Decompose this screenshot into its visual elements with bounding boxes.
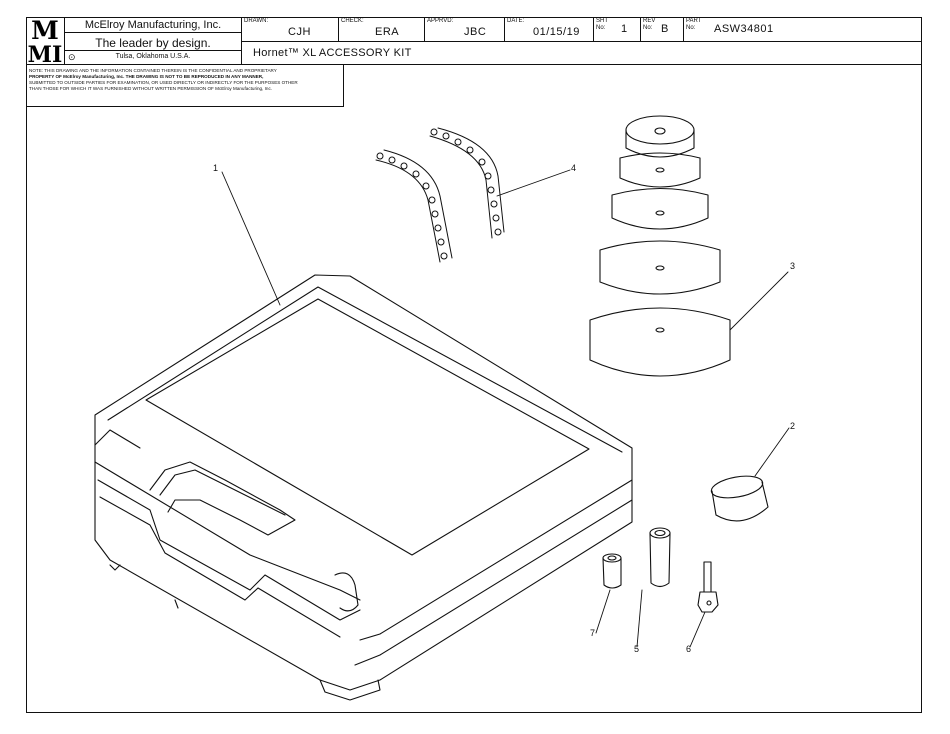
part-no-label: No: [686, 25, 696, 31]
apprvd-cell: APPRVD: JBC [425, 17, 505, 42]
note-line: SUBMITTED TO OUTSIDE PARTIES FOR EXAMINA… [29, 80, 298, 85]
mmi-logo-graphic: M MI [28, 16, 63, 68]
note-line: THAN THOSE FOR WHICH IT WAS FURNISHED WI… [29, 86, 273, 91]
company-location-cell: ⊙ Tulsa, Oklahoma U.S.A. [65, 51, 242, 65]
sht-label: SHT [596, 18, 608, 24]
callout-3: 3 [790, 261, 796, 271]
apprvd-label: APPRVD: [427, 18, 454, 24]
mmi-logo: M MI [26, 16, 65, 68]
callout-5: 5 [634, 644, 640, 654]
note-line: PROPERTY OF McElroy Manufacturing, Inc. … [29, 74, 264, 79]
company-tagline-cell: The leader by design. [65, 33, 242, 51]
confidentiality-note: NOTE: THIS DRAWING AND THE INFORMATION C… [26, 65, 344, 107]
drawn-cell: DRAWN: CJH [242, 17, 339, 42]
company-tagline: The leader by design. [95, 36, 211, 50]
check-value: ERA [375, 26, 400, 38]
sht-no-label: No: [596, 25, 606, 31]
company-name: McElroy Manufacturing, Inc. [84, 19, 222, 31]
callout-1: 1 [213, 163, 219, 173]
drawing-title-cell: Hornet™ XL ACCESSORY KIT [242, 42, 922, 65]
location-circle-icon: ⊙ [68, 52, 76, 62]
short-socket [602, 553, 622, 589]
check-cell: CHECK: ERA [339, 17, 425, 42]
callout-4: 4 [571, 163, 577, 173]
company-location: Tulsa, Oklahoma U.S.A. [115, 53, 191, 60]
rev-label: REV [643, 18, 656, 24]
revision-value: B [661, 23, 669, 35]
ring-sleeve [710, 475, 769, 522]
part-number-value: ASW34801 [714, 23, 774, 35]
callout-6: 6 [686, 644, 692, 654]
stepped-reducer-stack [589, 115, 731, 377]
carrying-case [94, 274, 633, 701]
drawn-value: CJH [288, 26, 311, 38]
note-line: NOTE: THIS DRAWING AND THE INFORMATION C… [29, 68, 277, 73]
drawing-title: Hornet™ XL ACCESSORY KIT [253, 47, 412, 59]
date-label: DATE: [507, 18, 525, 24]
long-socket [649, 527, 671, 588]
sheet-number-cell: SHT No: 1 [594, 17, 641, 42]
chain-links [376, 128, 502, 260]
drawing-sheet-border [26, 17, 922, 713]
callout-leaders [221, 169, 790, 648]
callout-7: 7 [590, 628, 596, 638]
callout-2: 2 [790, 421, 796, 431]
drive-chains [375, 127, 505, 263]
date-cell: DATE: 01/15/19 [505, 17, 594, 42]
logo-letters-mi: MI [28, 42, 63, 64]
revision-cell: REV No: B [641, 17, 684, 42]
part-label: PART [686, 18, 702, 24]
company-name-cell: McElroy Manufacturing, Inc. [65, 17, 242, 33]
check-label: CHECK: [341, 18, 364, 24]
drawn-label: DRAWN: [244, 18, 269, 24]
date-value: 01/15/19 [533, 26, 580, 38]
hex-bit-adapter [697, 561, 719, 613]
sheet-number-value: 1 [621, 23, 628, 35]
rev-no-label: No: [643, 25, 653, 31]
part-number-cell: PART No: ASW34801 [684, 17, 922, 42]
apprvd-value: JBC [464, 26, 487, 38]
logo-letter-m: M [31, 17, 59, 45]
